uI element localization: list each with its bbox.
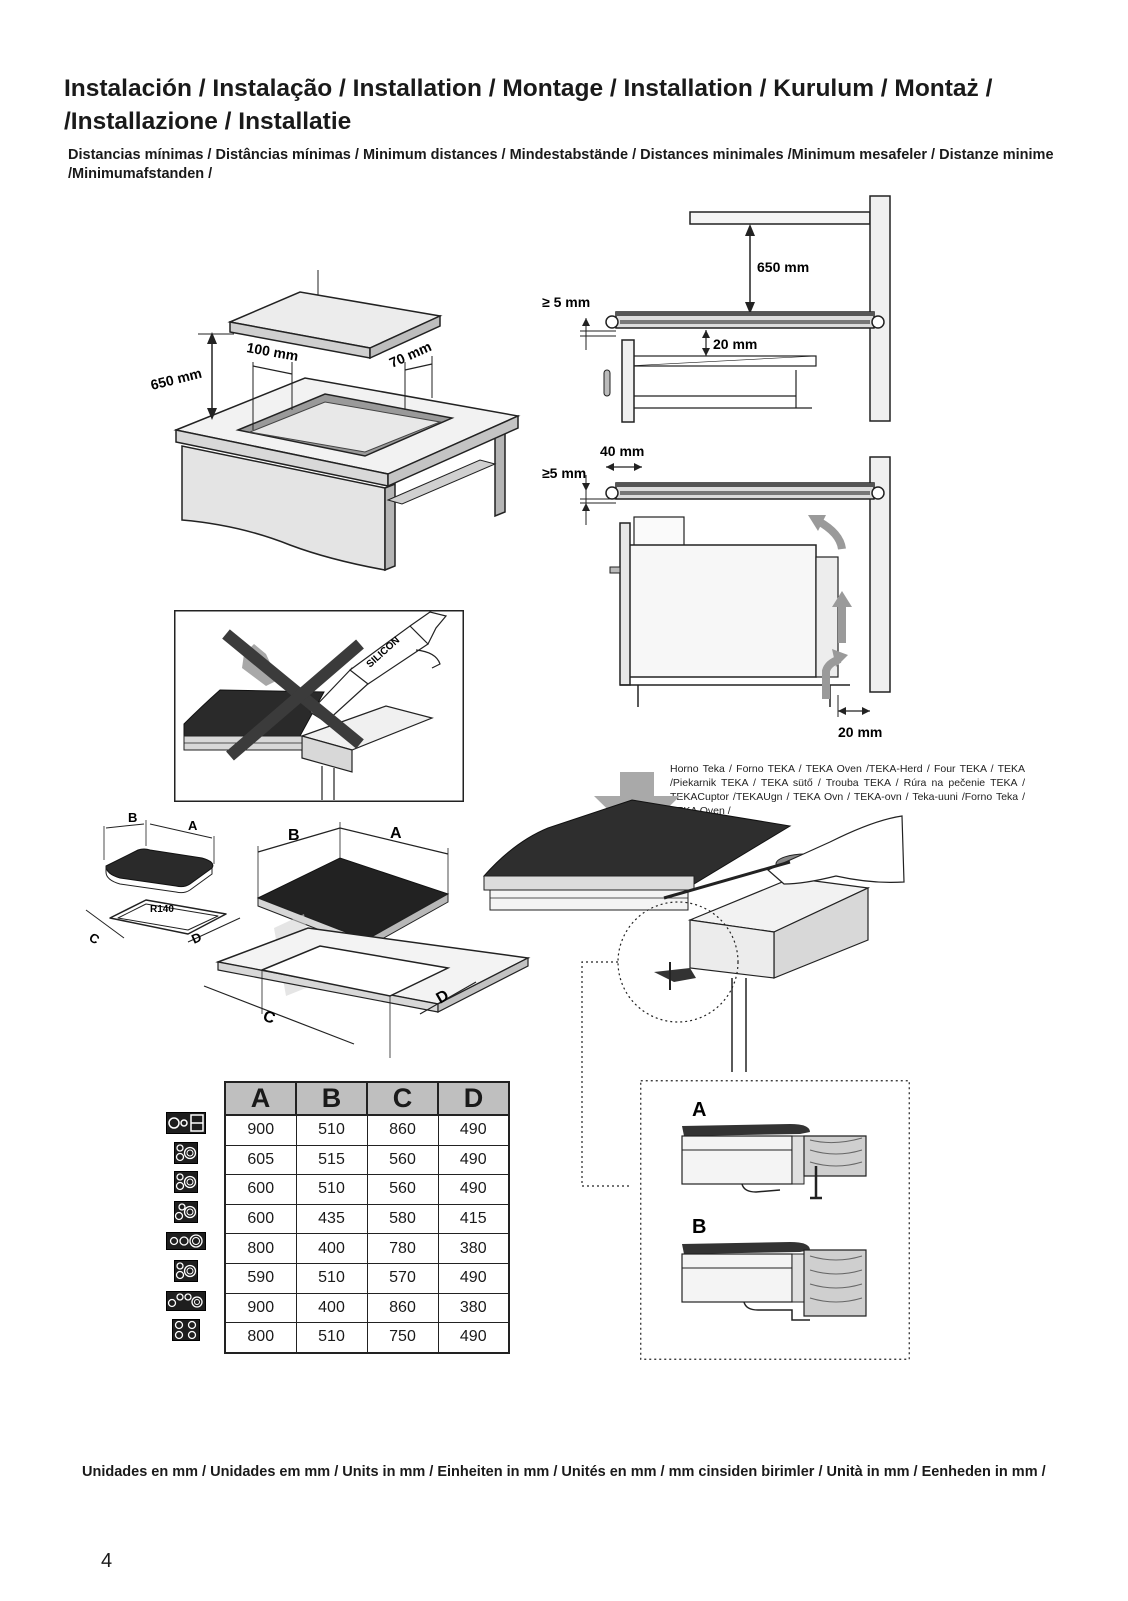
table-cell: 510 bbox=[295, 1322, 368, 1354]
oven-gap-dimension: ≥5 mm bbox=[542, 465, 586, 481]
table-row: 800 510 750 490 bbox=[224, 1322, 510, 1354]
column-header-a: A bbox=[224, 1081, 297, 1116]
hob-4-zones-icon bbox=[174, 1200, 198, 1223]
table-cell: 900 bbox=[224, 1292, 297, 1324]
table-cell: 900 bbox=[224, 1113, 297, 1146]
table-cell: 570 bbox=[366, 1262, 439, 1294]
fixing-option-b: B bbox=[692, 1216, 706, 1238]
column-header-d: D bbox=[437, 1081, 510, 1116]
drawer-gap-dimension: 20 mm bbox=[713, 336, 757, 352]
table-cell: 400 bbox=[295, 1292, 368, 1324]
table-cell: 490 bbox=[437, 1262, 510, 1294]
table-cell: 510 bbox=[295, 1174, 368, 1205]
table-cell: 560 bbox=[366, 1144, 439, 1176]
table-cell: 490 bbox=[437, 1174, 510, 1205]
large-dim-b: B bbox=[288, 827, 300, 844]
wall-distance-dimension: 20 mm bbox=[838, 724, 882, 740]
oven-caption: Horno Teka / Forno TEKA / TEKA Oven /TEK… bbox=[670, 763, 1025, 817]
small-dim-b: B bbox=[128, 810, 137, 825]
table-cell: 800 bbox=[224, 1322, 297, 1354]
large-dim-a: A bbox=[390, 825, 402, 842]
table-row: 900 400 860 380 bbox=[224, 1292, 510, 1324]
small-dim-d: D bbox=[189, 929, 204, 947]
table-header-row: A B C D bbox=[224, 1081, 510, 1116]
table-cell: 515 bbox=[295, 1144, 368, 1176]
table-cell: 490 bbox=[437, 1144, 510, 1176]
dimensions-table: A B C D 900 510 860 490 605 515 560 490 … bbox=[224, 1081, 510, 1354]
table-cell: 580 bbox=[366, 1203, 439, 1235]
table-row: 605 515 560 490 bbox=[224, 1144, 510, 1176]
table-cell: 800 bbox=[224, 1233, 297, 1264]
table-cell: 750 bbox=[366, 1322, 439, 1354]
table-row: 600 510 560 490 bbox=[224, 1174, 510, 1205]
cabinet-cutout-figure: 650 mm 100 mm 70 mm bbox=[149, 270, 521, 572]
column-header-b: B bbox=[295, 1081, 368, 1116]
hob-2-zones-plus-plate-icon bbox=[166, 1112, 206, 1134]
page-subtitle: Distancias mínimas / Distâncias mínimas … bbox=[68, 147, 1054, 182]
cutout-dimensions-figure: B A R140 C D B A C D bbox=[85, 810, 531, 1058]
hob-4-zones-icon bbox=[172, 1319, 200, 1342]
hob-4-zones-icon bbox=[174, 1171, 198, 1194]
table-cell: 780 bbox=[366, 1233, 439, 1264]
table-row: 800 400 780 380 bbox=[224, 1233, 510, 1264]
gap-dimension: ≥ 5 mm bbox=[542, 294, 590, 310]
table-cell: 860 bbox=[366, 1292, 439, 1324]
hob-4-zones-icon bbox=[174, 1259, 198, 1282]
table-cell: 380 bbox=[437, 1233, 510, 1264]
hood-distance-dimension: 650 mm bbox=[757, 259, 809, 275]
table-cell: 490 bbox=[437, 1113, 510, 1146]
edge-distance-dimension: 40 mm bbox=[600, 443, 644, 459]
table-row: 600 435 580 415 bbox=[224, 1203, 510, 1235]
fixing-option-a: A bbox=[692, 1099, 706, 1121]
table-cell: 380 bbox=[437, 1292, 510, 1324]
table-cell: 560 bbox=[366, 1174, 439, 1205]
table-row: 900 510 860 490 bbox=[224, 1113, 510, 1146]
table-cell: 600 bbox=[224, 1203, 297, 1235]
table-cell: 605 bbox=[224, 1144, 297, 1176]
hob-5-zones-icon bbox=[166, 1290, 206, 1311]
table-cell: 400 bbox=[295, 1233, 368, 1264]
table-cell: 510 bbox=[295, 1262, 368, 1294]
hob-installation-figure bbox=[482, 772, 905, 1187]
table-cell: 490 bbox=[437, 1322, 510, 1354]
table-cell: 590 bbox=[224, 1262, 297, 1294]
page-title: Instalación / Instalação / Installation … bbox=[64, 75, 993, 135]
table-cell: 510 bbox=[295, 1113, 368, 1146]
large-dim-c: C bbox=[261, 1008, 278, 1028]
hob-4-zones-icon bbox=[174, 1141, 198, 1164]
table-cell: 415 bbox=[437, 1203, 510, 1235]
table-row: 590 510 570 490 bbox=[224, 1262, 510, 1294]
column-header-c: C bbox=[366, 1081, 439, 1116]
hob-layout-icons bbox=[166, 1112, 206, 1349]
cabinet-height-dimension: 650 mm bbox=[149, 365, 203, 393]
page-number: 4 bbox=[101, 1550, 113, 1572]
fixing-detail-figure: A B bbox=[640, 1080, 910, 1360]
small-dim-c: C bbox=[87, 930, 103, 948]
side-view-drawer-figure: 650 mm ≥ 5 mm 20 mm bbox=[542, 195, 891, 423]
no-silicon-figure: SILICON bbox=[174, 610, 464, 802]
units-note: Unidades en mm / Unidades em mm / Units … bbox=[82, 1464, 1046, 1480]
side-view-oven-figure: 40 mm ≥5 mm 20 mm bbox=[542, 443, 891, 740]
table-cell: 600 bbox=[224, 1174, 297, 1205]
hob-3-zones-row-icon bbox=[166, 1232, 206, 1251]
table-cell: 435 bbox=[295, 1203, 368, 1235]
table-cell: 860 bbox=[366, 1113, 439, 1146]
corner-radius-label: R140 bbox=[150, 904, 174, 915]
small-dim-a: A bbox=[188, 818, 198, 833]
